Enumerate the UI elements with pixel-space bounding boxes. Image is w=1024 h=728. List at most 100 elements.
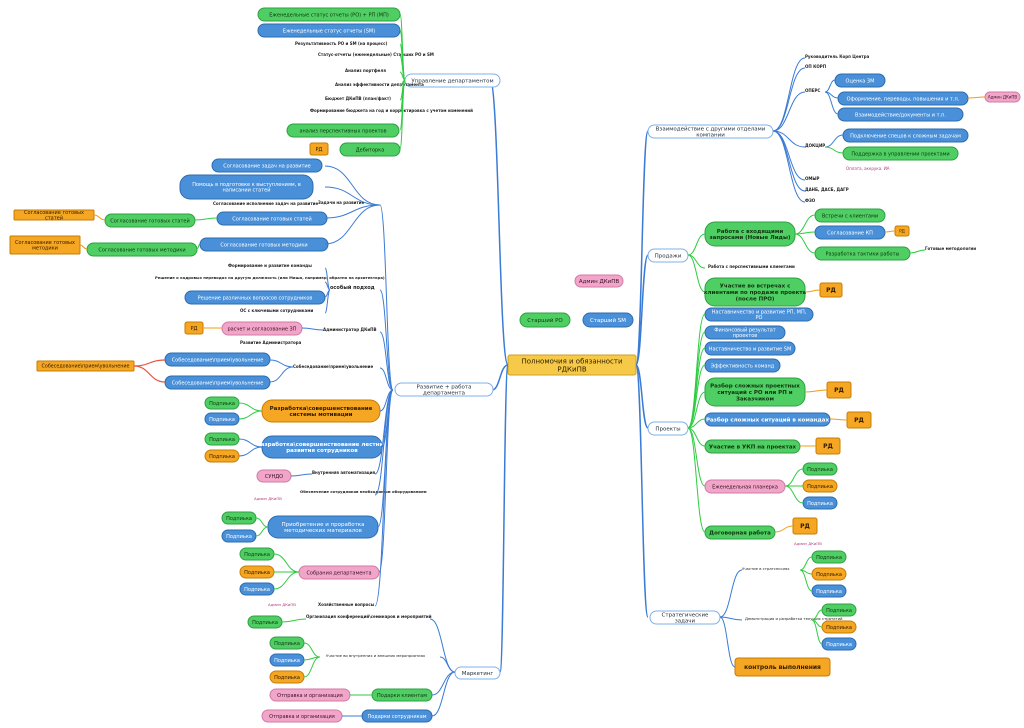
connector	[238, 410, 263, 420]
connector	[303, 642, 321, 658]
s-kontrol[interactable]: контроль выполнения	[734, 657, 831, 677]
r-rd[interactable]: РД	[184, 321, 204, 335]
r-pomosh[interactable]: Помощь в подготовке к выступлениям, внап…	[179, 174, 314, 200]
v-fzo: ФЗО	[805, 198, 816, 203]
v-podd[interactable]: Поддержка в управлении проектами	[842, 146, 959, 161]
r-sogl-met2[interactable]: Согласование готовых методики	[86, 242, 198, 257]
admin-dkipv-node[interactable]: Админ ДКиПВ	[574, 274, 624, 288]
s-pod5[interactable]: Подпиька	[821, 620, 857, 634]
j-pod1[interactable]: Подпиька	[802, 462, 838, 476]
j-nast[interactable]: Наставничество и развитие РП, МП,РО	[704, 307, 814, 322]
r-pod6[interactable]: Подпиька	[221, 529, 257, 543]
v-admin[interactable]: Админ ДКиПВ	[984, 91, 1021, 103]
p-razr[interactable]: Разработка тактики работы	[814, 246, 911, 261]
j-rd[interactable]: РД	[826, 381, 852, 399]
u-item-9[interactable]: Дебиторка	[339, 142, 401, 157]
r-sogl-statei[interactable]: Согласование готовых статей	[216, 211, 328, 226]
connector	[374, 389, 394, 496]
p-vstr[interactable]: Встречи с клиентами	[814, 208, 886, 223]
s-pod3[interactable]: Подпиька	[811, 584, 847, 598]
m-pod3[interactable]: Подпиька	[269, 653, 305, 667]
senior-ro-node[interactable]: Старший РО	[519, 312, 571, 328]
u-item-1[interactable]: Еженедельные статус отчеты (SM)	[257, 23, 401, 38]
r-pod1[interactable]: Подпиька	[204, 396, 240, 410]
branch-marketing[interactable]: Маркетинг	[454, 666, 501, 680]
s-pod6[interactable]: Подпиька	[821, 637, 857, 651]
senior-sm-node[interactable]: Старший SM	[582, 312, 634, 328]
node-label: Согласование готовых статей	[232, 215, 312, 222]
branch-proekty[interactable]: Проекты	[647, 421, 689, 436]
r-sobes1[interactable]: Собеседование\прием\увольнение	[164, 352, 271, 367]
m-otp2[interactable]: Отправка и организация	[261, 709, 343, 723]
p-rd2[interactable]: РД	[819, 282, 843, 298]
j-rd3[interactable]: РД	[815, 437, 841, 455]
p-kp[interactable]: Согласование КП	[814, 225, 886, 240]
r-resh[interactable]: Решение различных вопросов сотрудников	[184, 290, 326, 305]
r-pod4[interactable]: Подпиька	[204, 449, 240, 463]
r-sobes2[interactable]: Собеседование\прием\увольнение	[164, 375, 271, 390]
r-sobes-ext[interactable]: Собеседование\прием\увольнение	[36, 360, 135, 372]
j-rd2[interactable]: РД	[846, 411, 872, 429]
m-pk[interactable]: Подарки клиентам	[371, 688, 433, 702]
m-pod4[interactable]: Подпиька	[269, 670, 305, 684]
connector	[909, 249, 926, 254]
j-eff[interactable]: Эффективность команд	[704, 358, 781, 373]
v-podkl[interactable]: Подключение спецов к сложным задачам	[842, 128, 969, 143]
s-pod1[interactable]: Подпиька	[811, 550, 847, 564]
connector	[379, 367, 394, 391]
j-nast-sm[interactable]: Наставничество и развитие SM	[704, 341, 796, 356]
j-razk[interactable]: Разбор сложных ситуаций в командах	[704, 412, 831, 427]
r-pod9[interactable]: Подпиька	[239, 582, 275, 596]
u-item-0[interactable]: Еженедельные статус отчеты (РО) + РП (МП…	[257, 7, 401, 22]
j-pod2[interactable]: Подпиька	[802, 479, 838, 493]
r-raschet[interactable]: расчет и согласование ЗП	[221, 321, 303, 336]
j-ukp[interactable]: Участие в УКП на проектах	[704, 439, 801, 454]
node-label: Подключение спецов к сложным задачам	[850, 133, 961, 139]
v-vzaim[interactable]: Взаимодействие/документы и т.п.	[837, 107, 964, 122]
j-rd4[interactable]: РД	[792, 517, 818, 535]
node-label: Решение различных вопросов сотрудников	[198, 295, 313, 301]
m-pod2[interactable]: Подпиька	[269, 636, 305, 650]
r-sobr[interactable]: Собрания департамента	[298, 565, 380, 580]
p-rd[interactable]: РД	[894, 225, 910, 237]
m-pod[interactable]: Подпиька	[247, 615, 283, 629]
s-pod4[interactable]: Подпиька	[821, 603, 857, 617]
branch-vzaim[interactable]: Взаимодействие с другими отделамикомпани…	[647, 124, 774, 139]
r-sogl-isp: Согласование исполнение задач на развити…	[213, 201, 318, 206]
m-otp1[interactable]: Отправка и организация	[269, 688, 351, 702]
r-pod8[interactable]: Подпиька	[239, 565, 275, 579]
u-item-8[interactable]: анализ перспективных проектов	[286, 123, 400, 138]
r-pod2[interactable]: Подпиька	[204, 412, 240, 426]
r-pod7[interactable]: Подпиька	[239, 547, 275, 561]
r-pod5[interactable]: Подпиька	[221, 511, 257, 525]
r-sundo[interactable]: СУНДО	[256, 469, 292, 483]
r-pod3[interactable]: Подпиька	[204, 432, 240, 446]
u-item-rd[interactable]: РД	[309, 142, 329, 156]
node-label: РД	[834, 387, 844, 394]
v-ofor[interactable]: Оформление, переводы, повышения и т.п.	[837, 91, 969, 106]
v-ocen[interactable]: Оценка ЗМ	[834, 73, 886, 88]
r-sogl-statei2[interactable]: Согласование готовых статей	[104, 213, 196, 228]
node-label: Согласование готовых методики	[220, 242, 307, 248]
node-label: контроль выполнения	[744, 664, 821, 671]
r-lestn[interactable]: Разработка\совершенствование лестницразв…	[257, 435, 388, 459]
j-dog[interactable]: Договорная работа	[704, 525, 776, 540]
r-sogl-zadach[interactable]: Согласование задач на развитие	[211, 158, 323, 173]
branch-prodazhi[interactable]: Продажи	[647, 248, 689, 263]
j-pod3[interactable]: Подпиька	[802, 496, 838, 510]
s-pod2[interactable]: Подпиька	[811, 567, 847, 581]
r-sogl-met[interactable]: Согласование готовых методики	[199, 237, 329, 252]
m-ps[interactable]: Подарки сотрудникам	[361, 709, 433, 723]
j-plan[interactable]: Еженедельная планерка	[704, 479, 786, 494]
